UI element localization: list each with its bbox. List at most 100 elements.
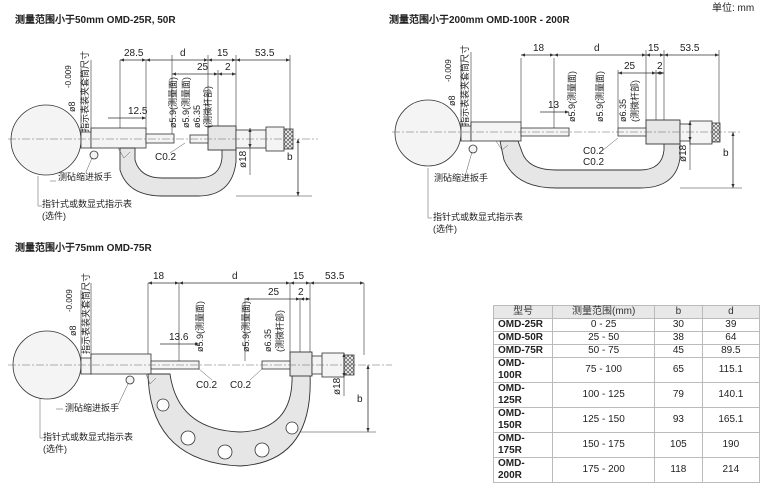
dim-25: 25 <box>197 62 209 73</box>
dimensions: 28.5 d 15 53.5 25 2 12.5 C0.2 ø18 b ø5.9… <box>64 48 312 197</box>
anvil-holder <box>90 353 152 375</box>
indicator-sleeve <box>80 131 92 149</box>
dial-size-label: 指示表装夹套筒尺寸 <box>80 273 91 354</box>
frame-head <box>207 125 237 151</box>
dim-2: 2 <box>225 62 231 73</box>
dim-15: 15 <box>217 48 229 59</box>
dim-2: 2 <box>298 287 304 298</box>
anvil-face-label-2: ø5.9(测量面) <box>181 77 191 128</box>
ratchet <box>711 122 721 143</box>
thimble <box>689 120 713 145</box>
dim-b: b <box>357 394 363 405</box>
retract-lever-label: 测砧缩进扳手 <box>434 172 488 183</box>
dimensions: 18 d 15 53.5 25 2 13 C0.2 C0.2 ø18 b ø5.… <box>444 43 742 189</box>
frame-hole <box>180 430 196 446</box>
spindle-dia-label: ø6.35 <box>192 105 202 128</box>
dial-dia-label: ø8 <box>68 325 78 336</box>
frame-hole <box>254 442 270 458</box>
figure-title: 测量范围小于50mm OMD-25R, 50R <box>15 13 176 26</box>
retract-lever-label: 测砧缩进扳手 <box>65 402 119 413</box>
dim-28-5: 28.5 <box>124 48 144 59</box>
dim-c0-2-a: C0.2 <box>196 380 218 391</box>
anvil-face-label: ø5.9(测量面) <box>168 77 178 128</box>
anvil-face-label-2: ø5.9(测量面) <box>595 71 605 122</box>
dial-dia-label: ø8 <box>447 95 457 106</box>
spindle-dia-label: ø6.35 <box>618 99 628 122</box>
table-header-row: 型号 测量范围(mm) b d <box>492 305 760 319</box>
spindle-part-label: (测微杆部) <box>202 86 213 128</box>
figure-title: 测量范围小于200mm OMD-100R - 200R <box>389 13 570 26</box>
frame-hole <box>217 444 233 460</box>
dim-phi18: ø18 <box>332 377 343 395</box>
dial-indicator-face <box>394 99 462 167</box>
dial-dia-label: ø8 <box>67 101 77 112</box>
header-d: d <box>701 305 760 319</box>
spindle-dia-label: ø6.35 <box>263 329 273 352</box>
dim-12-5: 12.5 <box>128 106 148 117</box>
dim-d: d <box>594 43 600 54</box>
optional-label: (选件) <box>43 443 67 454</box>
dim-13: 13 <box>548 100 560 111</box>
dim-18: 18 <box>533 43 545 54</box>
anvil-face-label: ø5.9(测量面) <box>195 301 205 352</box>
dim-phi18: ø18 <box>678 144 689 162</box>
dim-15: 15 <box>648 43 660 54</box>
spindle-part-label: (测微杆部) <box>629 80 640 122</box>
anvil-face-label-2: ø5.9(测量面) <box>241 301 251 352</box>
dimensions: 18 d 15 53.5 25 2 13.6 C0.2 C0.2 ø18 b ø… <box>65 271 376 433</box>
header-b: b <box>654 305 703 319</box>
dim-d: d <box>180 48 186 59</box>
anvil-holder <box>90 127 147 149</box>
dim-53-5: 53.5 <box>680 43 700 54</box>
indicator-sleeve <box>460 125 472 142</box>
frame-hole <box>156 398 170 412</box>
dim-2: 2 <box>657 61 663 72</box>
dim-b: b <box>287 152 293 163</box>
dim-13-6: 13.6 <box>169 332 189 343</box>
figure-title: 测量范围小于75mm OMD-75R <box>15 241 152 254</box>
spindle-part-label: (测微杆部) <box>274 310 285 352</box>
indicator-label: 指针式或数显式指示表 <box>433 211 523 222</box>
optional-label: (选件) <box>42 210 66 221</box>
dim-c0-2-a: C0.2 <box>583 146 605 157</box>
unit-note: 单位: mm <box>712 1 754 14</box>
dim-c0-2-b: C0.2 <box>583 157 605 168</box>
dim-18: 18 <box>153 271 165 282</box>
dial-tol-label: -0.009 <box>444 59 453 82</box>
dim-d: d <box>232 271 238 282</box>
header-model: 型号 <box>492 305 554 319</box>
retract-lever <box>89 150 99 160</box>
figure-omd-75r: 测量范围小于75mm OMD-75R <box>8 241 392 467</box>
dial-size-label: 指示表装夹套筒尺寸 <box>79 51 90 132</box>
indicator-label: 指针式或数显式指示表 <box>42 198 132 209</box>
dim-c0-2: C0.2 <box>155 152 177 163</box>
dim-15: 15 <box>293 271 305 282</box>
figure-omd-25r-50r: 测量范围小于50mm OMD-25R, 50R <box>8 13 318 221</box>
frame-head <box>289 351 313 377</box>
dim-25: 25 <box>624 61 636 72</box>
retract-lever-label: 测砧缩进扳手 <box>58 171 112 182</box>
dim-53-5: 53.5 <box>325 271 345 282</box>
dim-phi18: ø18 <box>238 150 249 168</box>
retract-lever <box>468 144 478 154</box>
dim-b: b <box>723 148 729 159</box>
dial-tol-label: -0.009 <box>64 65 73 88</box>
retract-lever <box>125 375 135 385</box>
figure-omd-100r-200r: 测量范围小于200mm OMD-100R - 200R <box>389 13 742 234</box>
dim-53-5: 53.5 <box>255 48 275 59</box>
anvil-face-label: ø5.9(测量面) <box>567 71 577 122</box>
frame-hole <box>285 421 299 435</box>
dial-size-label: 指示表装夹套筒尺寸 <box>459 45 470 126</box>
indicator-label: 指针式或数显式指示表 <box>43 431 133 442</box>
indicator-sleeve <box>80 357 92 375</box>
dial-tol-label: -0.009 <box>65 289 74 312</box>
dim-c0-2-b: C0.2 <box>230 380 252 391</box>
